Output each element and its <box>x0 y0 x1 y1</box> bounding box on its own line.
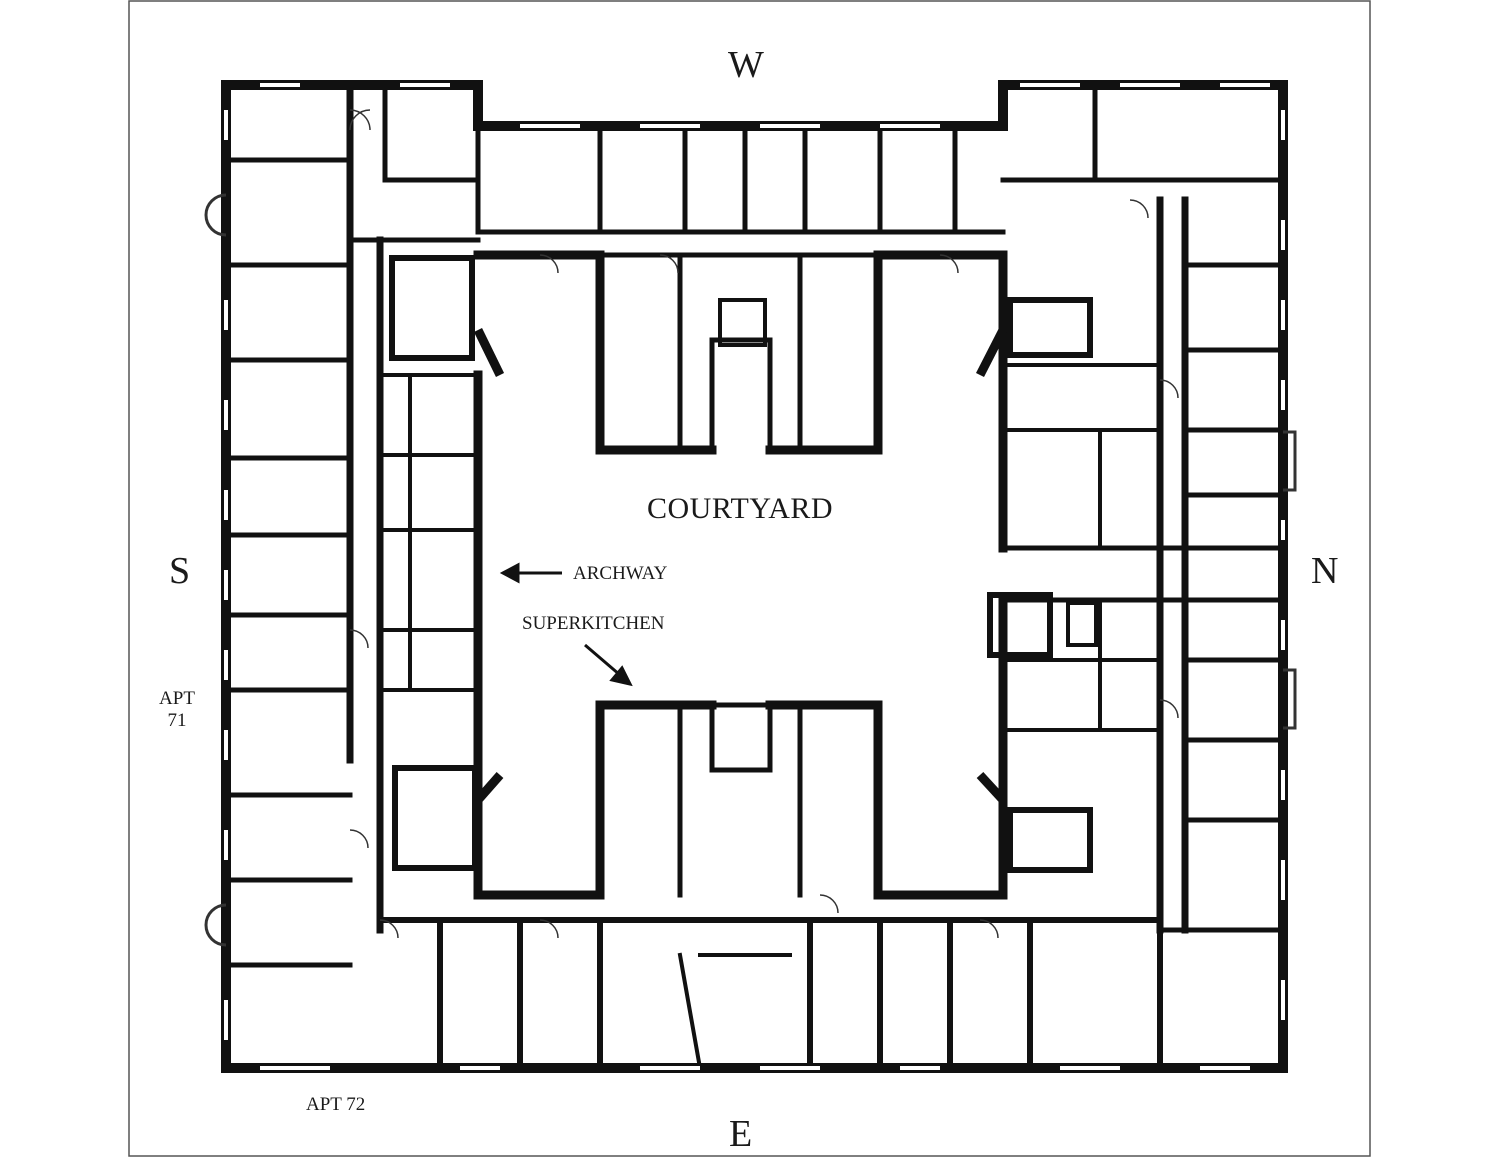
archway-arrow <box>499 562 562 584</box>
compass-west: W <box>728 44 764 86</box>
compass-north: N <box>1311 550 1339 592</box>
door-swings <box>349 109 1179 939</box>
south-wing-corridor-wall <box>346 81 384 934</box>
exterior-wall <box>221 80 1288 1073</box>
lift-n <box>1066 601 1098 647</box>
windows <box>224 83 1285 1070</box>
superkitchen-arrow <box>584 643 633 687</box>
west-wing-wall <box>475 123 1006 235</box>
superkitchen-label: SUPERKITCHEN <box>522 613 665 634</box>
drawing-frame <box>128 0 1371 1157</box>
stair-nw <box>1007 297 1093 358</box>
archway-label: ARCHWAY <box>573 563 668 584</box>
stair-se <box>392 765 478 871</box>
north-wing-wall <box>1156 196 1189 934</box>
corner-bays <box>473 327 1008 804</box>
compass-east: E <box>729 1113 753 1155</box>
stair-n-mid <box>987 592 1053 658</box>
compass-south: S <box>169 550 191 592</box>
building-walls <box>221 80 1288 1073</box>
apt-71-label: APT 71 <box>152 688 202 732</box>
stair-ne <box>1007 807 1093 873</box>
bay-windows <box>204 193 1297 947</box>
west-kitchen-block <box>597 252 881 453</box>
west-lightwell <box>718 298 767 347</box>
courtyard-label: COURTYARD <box>647 492 834 525</box>
courtyard-wall <box>478 232 1003 1068</box>
stair-sw <box>389 255 475 361</box>
courtyard-inner-wall <box>473 250 1008 900</box>
apt-72-label: APT 72 <box>306 1094 366 1115</box>
apt-71-line2: 71 <box>167 710 187 731</box>
east-kitchen-block <box>597 702 881 898</box>
apt-71-line1: APT <box>159 688 195 709</box>
east-wing-wall <box>377 917 1163 1071</box>
